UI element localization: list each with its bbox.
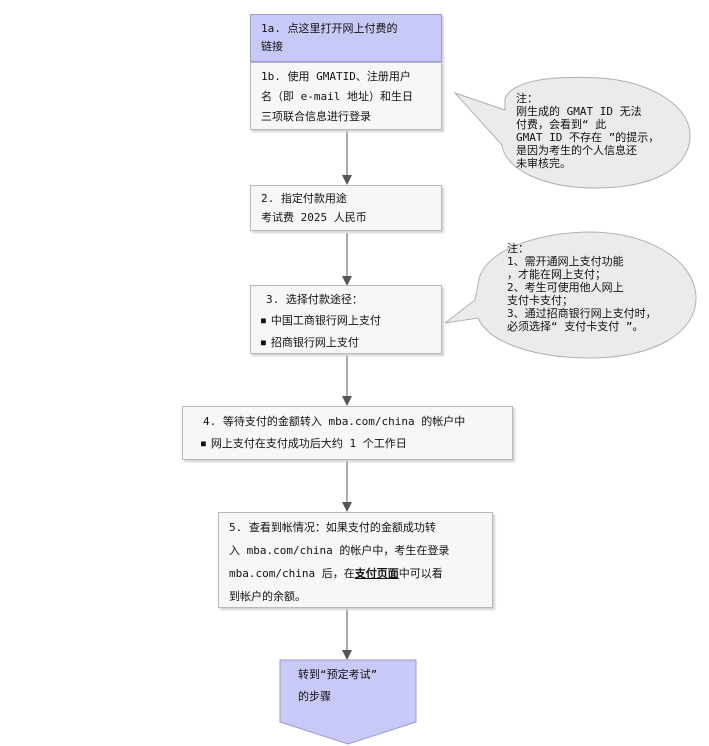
step5-line2: 入 mba.com/china 的帐户中，考生在登录	[229, 544, 450, 557]
step5-line3: mba.com/china 后，在支付页面中可以看	[229, 562, 482, 585]
step3-box: 3. 选择付款途径： 中国工商银行网上支付 招商银行网上支付	[250, 285, 442, 354]
step3-line1: 3. 选择付款途径：	[266, 293, 363, 306]
end-line2: 的步骤	[298, 690, 331, 703]
step1b-line1: 1b. 使用 GMATID、注册用户	[261, 70, 411, 83]
step5-box: 5. 查看到帐情况：如果支付的金额成功转 入 mba.com/china 的帐户…	[218, 512, 493, 608]
step5-line1: 5. 查看到帐情况：如果支付的金额成功转	[229, 521, 436, 534]
note1-title: 注：	[516, 92, 538, 105]
step1a-line1: 1a. 点这里打开网上付费的	[261, 22, 398, 35]
step3-bullet2: 招商银行网上支付	[261, 332, 431, 354]
step1b-line3: 三项联合信息进行登录	[261, 110, 371, 123]
note2-text: 注： 1、需开通网上支付功能 ，才能在网上支付； 2、考生可使用他人网上 支付卡…	[507, 242, 657, 333]
step5-line3-post: 中可以看	[398, 567, 443, 580]
step3-bullet1: 中国工商银行网上支付	[261, 310, 431, 332]
note2-bubble	[444, 231, 697, 359]
end-shape	[279, 659, 417, 745]
step1a-line2: 链接	[261, 40, 283, 53]
note2-line: ，才能在网上支付；	[507, 268, 606, 281]
step4-box: 4. 等待支付的金额转入 mba.com/china 的帐户中 网上支付在支付成…	[182, 406, 513, 460]
note1-line: 刚生成的 GMAT ID 无法	[516, 105, 642, 118]
step4-line1: 4. 等待支付的金额转入 mba.com/china 的帐户中	[203, 415, 466, 428]
end-text[interactable]: 转到“预定考试” 的步骤	[298, 664, 377, 708]
note2-line: 3、通过招商银行网上支付时，	[507, 307, 657, 320]
end-line1: 转到“预定考试”	[298, 668, 378, 681]
note2-line: 必须选择“ 支付卡支付 ”。	[507, 320, 644, 333]
note2-title: 注：	[507, 242, 529, 255]
note2-line: 2、考生可使用他人网上	[507, 281, 624, 294]
step1a-box[interactable]: 1a. 点这里打开网上付费的 链接	[250, 14, 442, 62]
step5-line4: 到帐户的余额。	[229, 590, 306, 603]
note1-bubble	[453, 76, 691, 189]
step2-box: 2. 指定付款用途 考试费 2025 人民币	[250, 185, 442, 231]
note1-line: GMAT ID 不存在 ”的提示，	[516, 131, 660, 144]
step5-line3-pre: mba.com/china 后，在	[229, 567, 355, 580]
step2-line2: 考试费 2025 人民币	[261, 211, 367, 224]
note1-line: 付费，会看到“ 此	[516, 118, 607, 131]
payment-page-link[interactable]: 支付页面	[354, 567, 399, 580]
step2-line1: 2. 指定付款用途	[261, 192, 347, 205]
note1-text: 注： 刚生成的 GMAT ID 无法 付费，会看到“ 此 GMAT ID 不存在…	[516, 92, 659, 170]
step4-bullet1: 网上支付在支付成功后大约 1 个工作日	[193, 433, 502, 456]
note2-line: 支付卡支付；	[507, 294, 573, 307]
note1-line: 是因为考生的个人信息还	[516, 144, 637, 157]
note2-line: 1、需开通网上支付功能	[507, 255, 624, 268]
step1b-box: 1b. 使用 GMATID、注册用户 名（即 e-mail 地址）和生日 三项联…	[250, 62, 442, 130]
note1-line: 未审核完。	[516, 157, 571, 170]
step1b-line2: 名（即 e-mail 地址）和生日	[261, 90, 413, 103]
